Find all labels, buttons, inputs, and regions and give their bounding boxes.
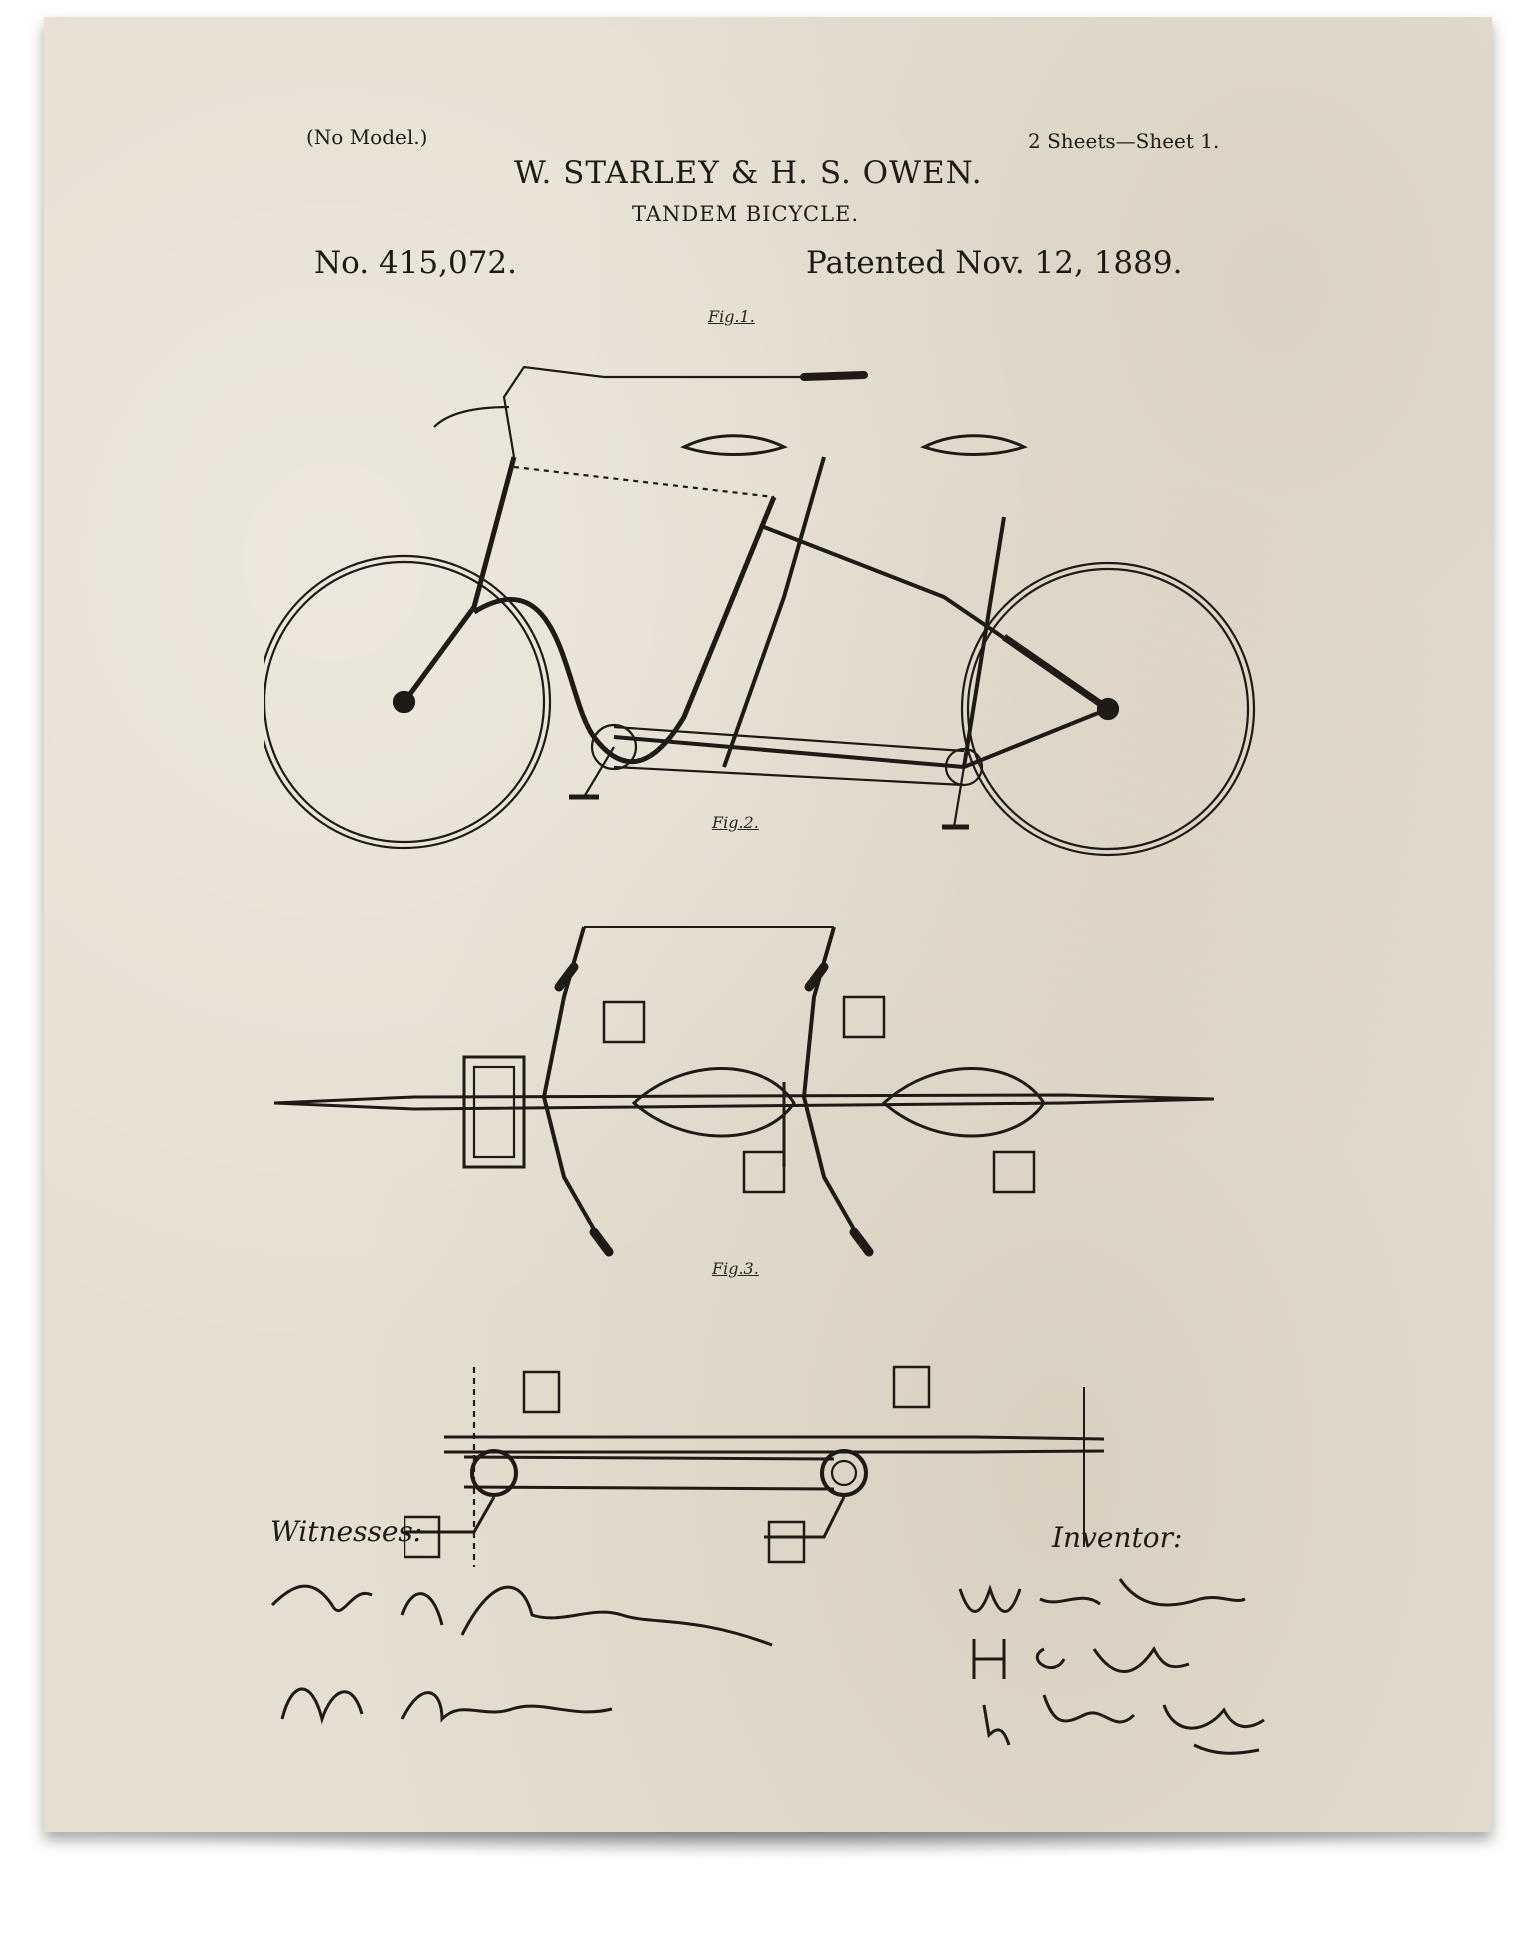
inventor-names: W. STARLEY & H. S. OWEN. [514,155,983,191]
no-model-label: (No Model.) [306,125,428,149]
figure-3-gearing-drawing [404,1365,1105,1567]
patent-number: No. 415,072. [314,245,517,281]
witnesses-label: Witnesses: [270,1515,423,1548]
inventor-2-signature [972,1639,1190,1679]
figure-3-label: Fig.3. [712,1259,759,1278]
patent-date: Patented Nov. 12, 1889. [806,245,1183,281]
patent-poster: (No Model.) 2 Sheets—Sheet 1. W. STARLEY… [44,17,1492,1832]
front-wheel [264,554,552,850]
figure-1-side-view-drawing [264,365,1256,857]
attorney-signature [982,1694,1265,1755]
witness-1-signature [270,1584,773,1647]
sheet-count: 2 Sheets—Sheet 1. [1028,129,1220,153]
rear-wheel [960,561,1256,857]
inventor-1-signature [958,1578,1246,1613]
figure-1-label: Fig.1. [708,307,755,326]
patent-title: TANDEM BICYCLE. [632,202,860,226]
inventor-label: Inventor: [1052,1521,1183,1554]
figure-2-top-view-drawing [273,926,1215,1257]
witness-2-signature [280,1687,613,1725]
figure-2-label: Fig.2. [712,813,759,832]
